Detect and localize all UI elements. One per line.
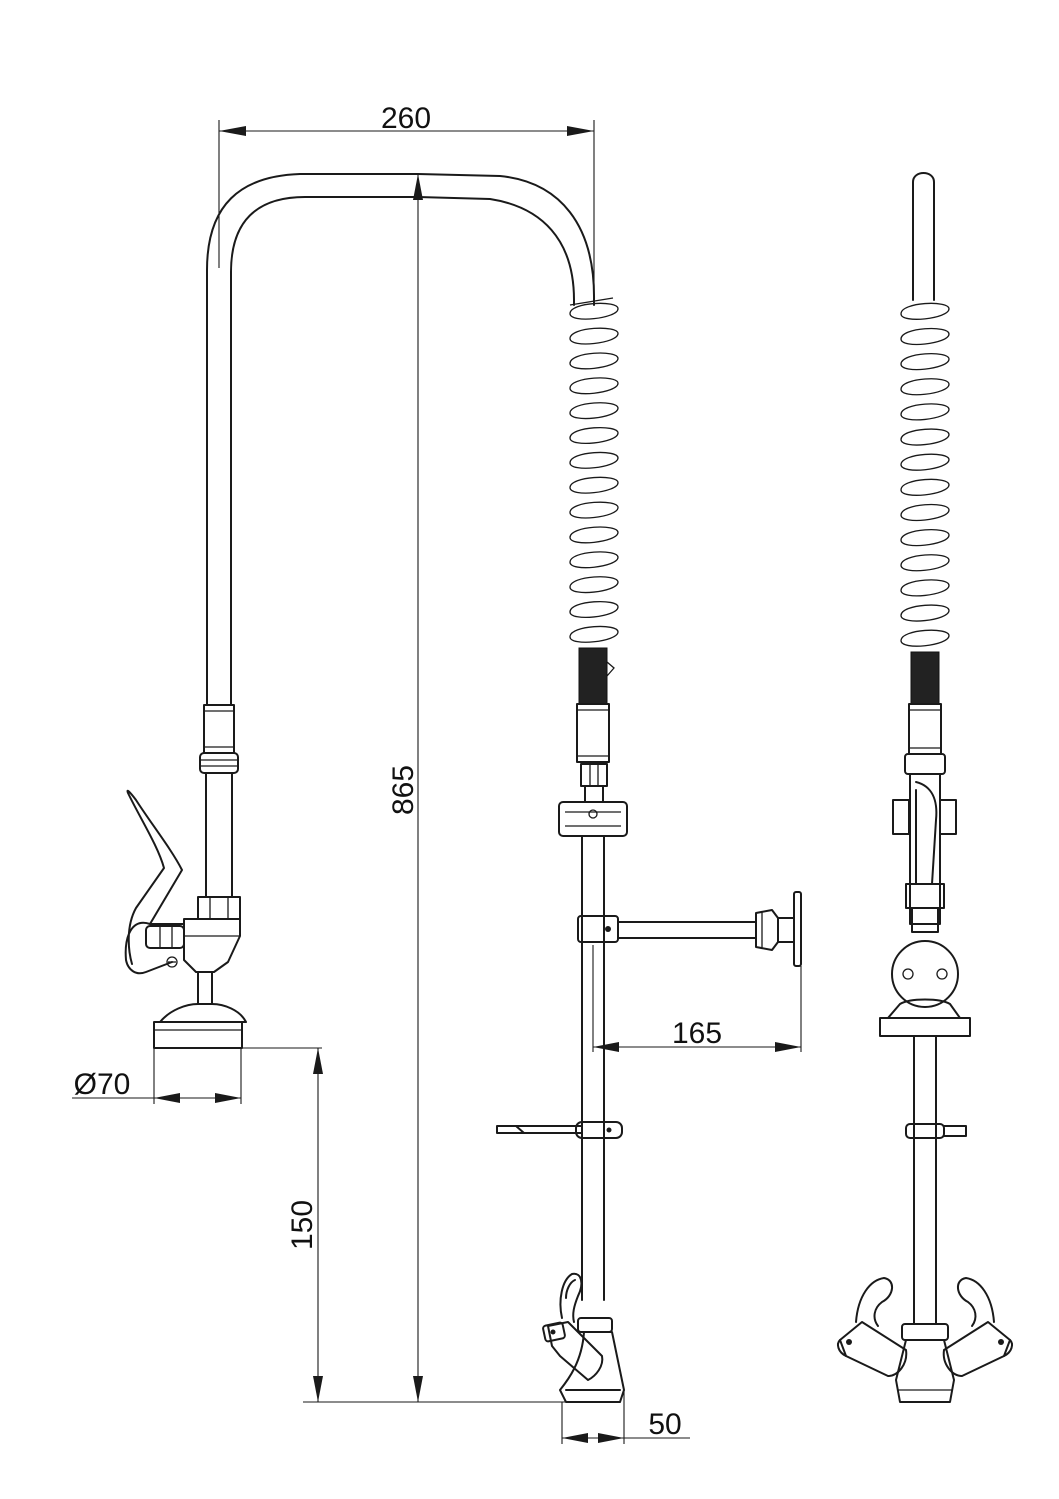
dim-label-165: 165 <box>672 1017 722 1050</box>
side-left-spindle <box>839 1321 908 1377</box>
side-right-spindle <box>942 1321 1011 1377</box>
spray-trigger-lever <box>124 789 185 975</box>
spray-hose-connector <box>203 704 235 754</box>
dimension-labels: 260 865 165 Ø70 150 50 <box>74 102 722 1441</box>
dim-label-865: 865 <box>387 765 420 815</box>
front-view <box>206 173 802 1403</box>
side-spray-body <box>909 773 941 925</box>
spray-head-view <box>124 704 247 1049</box>
spring-coil-turns <box>569 302 619 643</box>
spray-base <box>153 1021 243 1049</box>
side-hose-connector <box>908 703 942 755</box>
wall-flange <box>793 891 802 967</box>
dim-label-150: 150 <box>286 1200 319 1250</box>
hose-hatched-section <box>578 647 608 705</box>
bracket-clamp <box>577 915 619 943</box>
valve-cap <box>577 1317 613 1333</box>
valve-body <box>559 1331 625 1403</box>
dimension-lines <box>72 120 802 1444</box>
side-collar <box>879 1017 971 1037</box>
spray-holder-hook <box>496 1125 583 1134</box>
side-view <box>837 172 1013 1403</box>
spray-disc <box>159 1003 247 1023</box>
gooseneck-outer <box>206 173 596 706</box>
wall-flange-stem <box>777 917 795 943</box>
dim-label-50: 50 <box>648 1408 681 1441</box>
dim-label-260: 260 <box>381 102 431 135</box>
spring-coil <box>569 297 619 643</box>
dim-label-diameter-70: Ø70 <box>74 1068 131 1101</box>
side-wall-plate <box>891 940 959 1008</box>
valve-handle <box>559 1272 583 1323</box>
valve-spindle <box>547 1321 604 1381</box>
side-left-handle <box>855 1277 893 1327</box>
side-spring-coil <box>900 302 950 647</box>
spray-nut <box>197 896 241 920</box>
side-right-handle <box>957 1277 995 1327</box>
hose-connector <box>576 703 610 763</box>
side-pipe-top <box>912 172 935 301</box>
spray-valve-block <box>183 918 241 973</box>
spring-coil-turns <box>900 302 950 647</box>
side-hose-hatched <box>910 651 940 705</box>
bracket-nut <box>755 909 779 951</box>
gooseneck-inner <box>230 196 575 706</box>
side-valve-body <box>895 1339 955 1403</box>
upper-collar <box>558 801 628 837</box>
